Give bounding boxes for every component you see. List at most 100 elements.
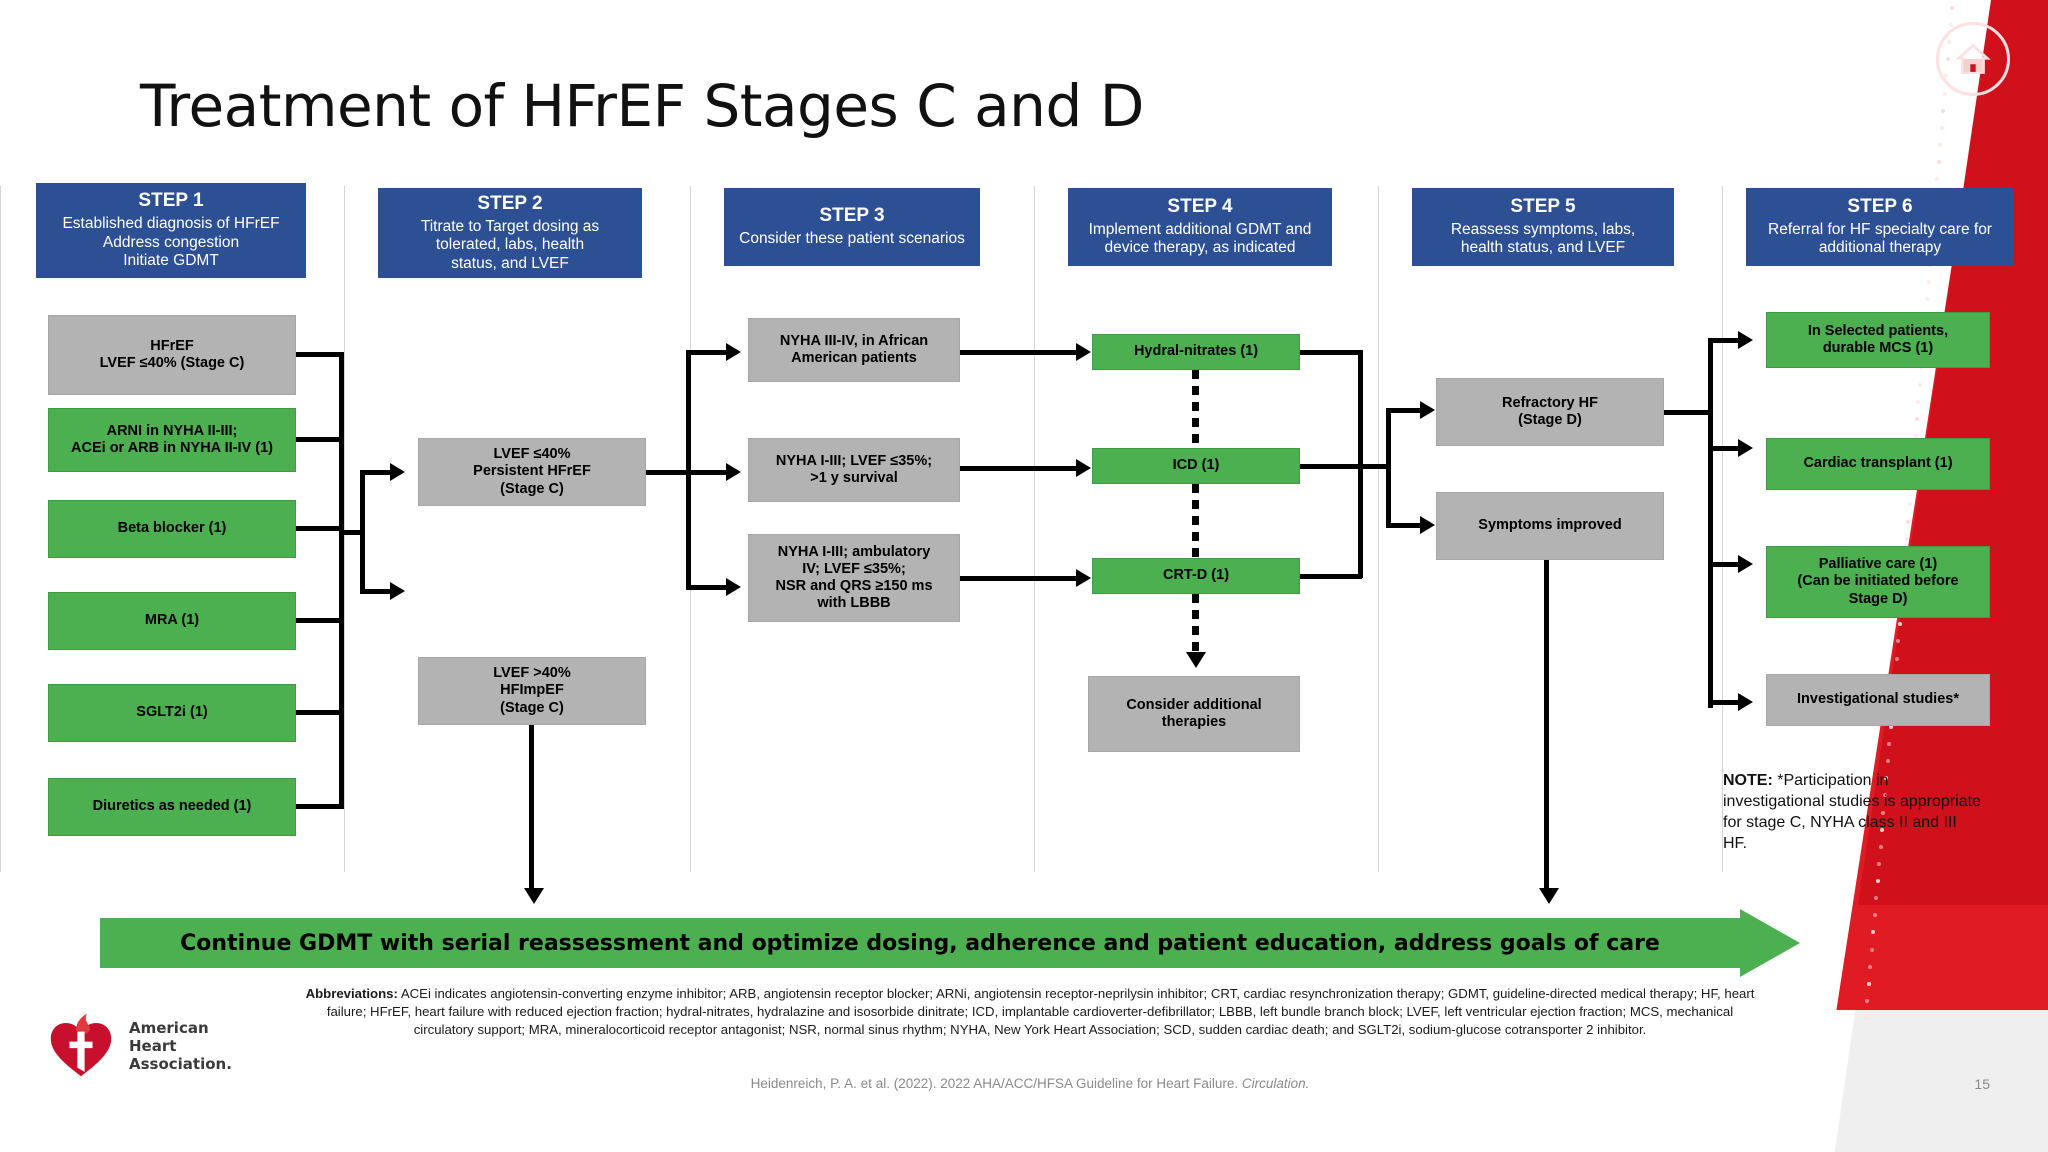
node-refractory-hf[interactable]: Refractory HF(Stage D) (1436, 378, 1664, 446)
node-crt-d[interactable]: CRT-D (1) (1092, 558, 1300, 594)
home-button[interactable] (1936, 22, 2010, 96)
connector-arrow (390, 463, 405, 481)
connector-arrow (390, 582, 405, 600)
step-title: STEP 6 (1847, 196, 1913, 217)
step-subtitle: Reassess symptoms, labs,health status, a… (1450, 220, 1636, 257)
node-nyha1-3-lvef35[interactable]: NYHA I-III; LVEF ≤35%;>1 y survival (748, 438, 960, 502)
node-beta-blocker[interactable]: Beta blocker (1) (48, 500, 296, 558)
node-diuretics[interactable]: Diuretics as needed (1) (48, 778, 296, 836)
connector-line (1708, 700, 1742, 705)
connector-arrow (726, 578, 741, 596)
aha-logo: American Heart Association. (45, 1010, 232, 1082)
connector-bus (1708, 338, 1713, 708)
connector-line (296, 437, 344, 442)
abbreviations-label: Abbreviations: (305, 986, 398, 1001)
connector-line (1708, 338, 1742, 343)
connector-line (960, 576, 1080, 581)
connector-line (296, 804, 344, 809)
connector-line (1664, 410, 1712, 415)
connector-arrow (726, 463, 741, 481)
connector-line (296, 710, 344, 715)
node-durable-mcs[interactable]: In Selected patients,durable MCS (1) (1766, 312, 1990, 368)
connector-arrow (1738, 693, 1753, 711)
connector-arrow (524, 888, 544, 904)
node-icd[interactable]: ICD (1) (1092, 448, 1300, 484)
connector-line (1300, 464, 1362, 469)
step-header-6: STEP 6 Referral for HF specialty care fo… (1746, 188, 2014, 266)
node-mra[interactable]: MRA (1) (48, 592, 296, 650)
aha-line-1: American (129, 1018, 209, 1037)
connector-line (296, 352, 344, 357)
node-arni-acei-arb[interactable]: ARNI in NYHA II-III;ACEi or ARB in NYHA … (48, 408, 296, 472)
dotted-connector (1192, 370, 1199, 448)
connector-arrow (1186, 652, 1206, 668)
note-label: NOTE: (1723, 772, 1773, 789)
connector-arrow (1076, 459, 1091, 477)
connector-arrow (1420, 401, 1435, 419)
aha-wordmark: American Heart Association. (129, 1019, 232, 1074)
connector-line (296, 618, 344, 623)
connector-line (360, 470, 392, 475)
column-separator (344, 186, 345, 872)
node-lvef-gt40-hfimpef[interactable]: LVEF >40%HFImpEF(Stage C) (418, 657, 646, 725)
aha-line-3: Association. (129, 1055, 232, 1074)
connector-arrow (1076, 569, 1091, 587)
connector-bus (1544, 560, 1549, 895)
step-header-3: STEP 3 Consider these patient scenarios (724, 188, 980, 266)
column-separator (0, 186, 1, 872)
connector-arrow (1738, 439, 1753, 457)
step-header-5: STEP 5 Reassess symptoms, labs,health st… (1412, 188, 1674, 266)
citation-text: Heidenreich, P. A. et al. (2022). 2022 A… (750, 1076, 1242, 1091)
node-sglt2i[interactable]: SGLT2i (1) (48, 684, 296, 742)
connector-line (1708, 562, 1742, 567)
citation: Heidenreich, P. A. et al. (2022). 2022 A… (300, 1076, 1760, 1091)
connector-bus (529, 725, 534, 895)
note-text: *Participation in investigational studie… (1723, 772, 1981, 853)
node-hydral-nitrates[interactable]: Hydral-nitrates (1) (1092, 334, 1300, 370)
connector-arrow (1076, 343, 1091, 361)
connector-bus (1386, 408, 1391, 528)
node-symptoms-improved[interactable]: Symptoms improved (1436, 492, 1664, 560)
connector-line (1300, 574, 1362, 579)
column-separator (1722, 186, 1723, 872)
connector-line (686, 585, 730, 590)
connector-arrow (1738, 555, 1753, 573)
node-palliative-care[interactable]: Palliative care (1)(Can be initiated bef… (1766, 546, 1990, 618)
column-separator (1034, 186, 1035, 872)
step-title: STEP 1 (138, 190, 204, 212)
connector-arrow (1539, 888, 1559, 904)
note-block: NOTE: *Participation in investigational … (1723, 770, 1983, 854)
step-title: STEP 2 (477, 192, 543, 214)
step-title: STEP 4 (1167, 196, 1233, 217)
connector-line (1358, 464, 1390, 469)
page-number: 15 (1974, 1076, 1990, 1092)
step-title: STEP 3 (819, 205, 885, 227)
page-title: Treatment of HFrEF Stages C and D (140, 72, 1144, 140)
connector-line (1708, 446, 1742, 451)
connector-line (686, 350, 730, 355)
continue-gdmt-banner: Continue GDMT with serial reassessment a… (100, 909, 1800, 977)
banner-arrow-tip (1740, 909, 1800, 977)
connector-line (686, 470, 730, 475)
node-lvef40-persistent[interactable]: LVEF ≤40%Persistent HFrEF(Stage C) (418, 438, 646, 506)
home-icon (1955, 43, 1991, 74)
node-cardiac-transplant[interactable]: Cardiac transplant (1) (1766, 438, 1990, 490)
connector-bus (339, 352, 344, 809)
connector-line (1386, 408, 1422, 413)
connector-line (360, 589, 392, 594)
banner-body (100, 918, 1740, 968)
aha-line-2: Heart (129, 1036, 177, 1055)
node-investigational[interactable]: Investigational studies* (1766, 674, 1990, 726)
connector-arrow (726, 343, 741, 361)
